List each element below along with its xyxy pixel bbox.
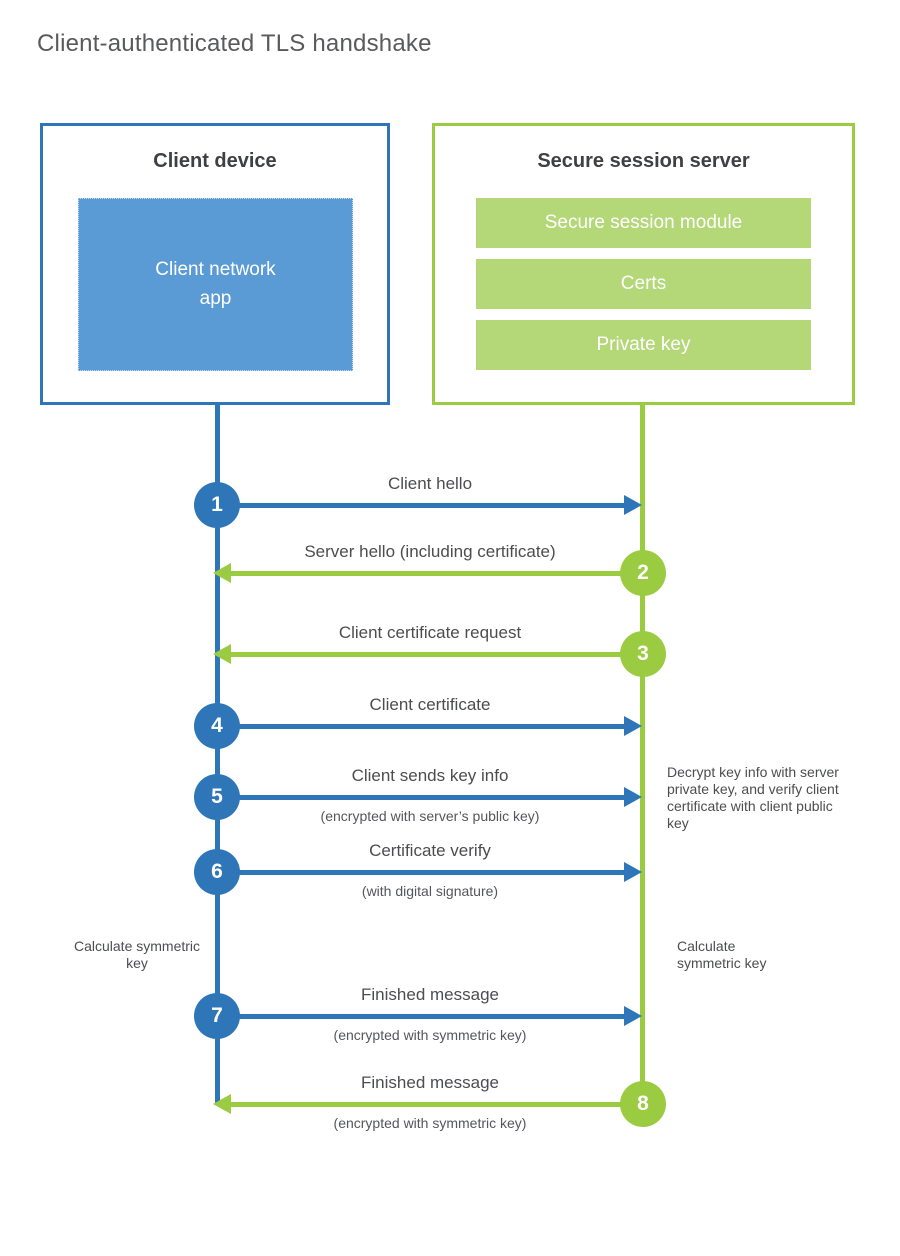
step-label-8: Finished message [361,1073,499,1092]
step-label-2: Server hello (including certificate) [304,542,556,561]
arrowhead-step-3 [213,644,231,664]
client-lifeline [215,399,220,1105]
step-number-8: 8 [620,1081,666,1127]
step-number-7: 7 [194,993,240,1039]
client-network-app-label: Client network app [155,259,276,309]
step-label-7: Finished message [361,985,499,1004]
step-number-3: 3 [620,631,666,677]
secure-session-server-box: Secure session server Secure session mod… [432,123,855,405]
server-module-bar: Secure session module [476,198,811,248]
arrowhead-step-8 [213,1094,231,1114]
step-sublabel-7: (encrypted with symmetric key) [333,1027,527,1043]
step-label-3: Client certificate request [338,623,522,642]
client-calculate-key-note: Calculate symmetric key [73,938,201,971]
client-device-title: Client device [153,150,277,172]
step-label-4: Client certificate [369,695,491,714]
step-sublabel-6: (with digital signature) [361,883,499,899]
arrow-step-1 [217,503,625,508]
server-decrypt-note: Decrypt key info with server private key… [667,764,839,831]
step-label-1: Client hello [387,474,473,493]
arrow-step-2 [231,571,643,576]
client-network-app-box: Client network app [78,198,353,371]
arrowhead-step-4 [624,716,642,736]
server-module-bar: Private key [476,320,811,370]
arrow-step-3 [231,652,643,657]
arrow-step-7 [217,1014,625,1019]
server-calculate-key-note: Calculate symmetric key [677,938,767,971]
server-lifeline [640,399,645,1104]
server-module-bar: Certs [476,259,811,309]
step-number-6: 6 [194,849,240,895]
step-label-5: Client sends key info [351,766,509,785]
arrow-step-4 [217,724,625,729]
arrow-step-6 [217,870,625,875]
arrowhead-step-2 [213,563,231,583]
client-device-box: Client device Client network app [40,123,390,405]
arrow-step-8 [231,1102,643,1107]
step-number-5: 5 [194,774,240,820]
step-sublabel-5: (encrypted with server’s public key) [320,808,540,824]
step-number-4: 4 [194,703,240,749]
step-number-2: 2 [620,550,666,596]
secure-session-server-title: Secure session server [537,150,750,172]
arrowhead-step-5 [624,787,642,807]
arrowhead-step-1 [624,495,642,515]
page-title: Client-authenticated TLS handshake [37,30,432,57]
arrowhead-step-6 [624,862,642,882]
arrowhead-step-7 [624,1006,642,1026]
step-label-6: Certificate verify [369,841,491,860]
arrow-step-5 [217,795,625,800]
step-sublabel-8: (encrypted with symmetric key) [333,1115,527,1131]
step-number-1: 1 [194,482,240,528]
